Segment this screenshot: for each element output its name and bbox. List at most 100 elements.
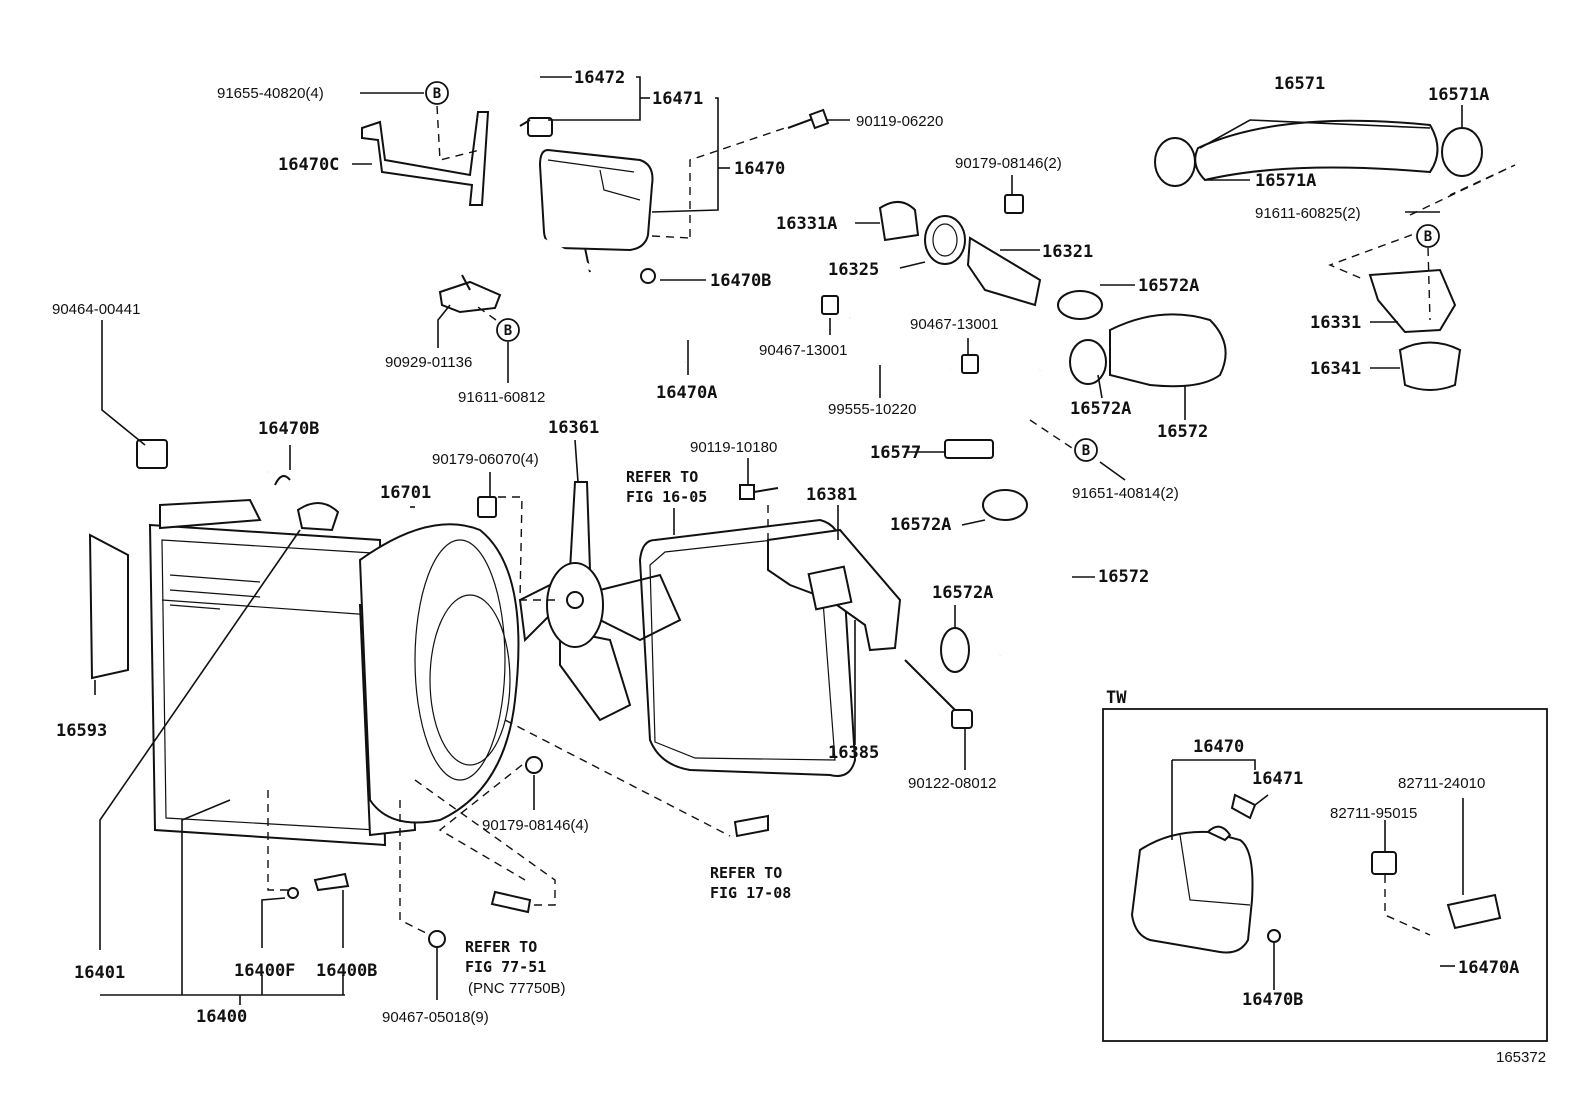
inset-title: TW bbox=[1106, 688, 1127, 708]
label-90122-08012: 90122-08012 bbox=[908, 775, 996, 792]
label-16385: 16385 bbox=[828, 743, 879, 763]
callout-b-3: B bbox=[1074, 438, 1098, 462]
label-16571A-top: 16571A bbox=[1428, 85, 1489, 105]
label-99555-10220: 99555-10220 bbox=[828, 401, 916, 418]
label-16400: 16400 bbox=[196, 1007, 247, 1027]
svg-text:B: B bbox=[504, 323, 512, 339]
label-16401: 16401 bbox=[74, 963, 125, 983]
reservoir-tank-16470 bbox=[538, 148, 654, 273]
label-16470B-mid: 16470B bbox=[258, 419, 319, 439]
label-16571: 16571 bbox=[1274, 74, 1325, 94]
hose-clamp-16572A-upper bbox=[1057, 290, 1107, 385]
hose-clamp-16470B-top bbox=[640, 268, 656, 284]
label-16571A-mid: 16571A bbox=[1255, 171, 1316, 191]
hose-clamp-16571A bbox=[1154, 127, 1483, 187]
inset-tw bbox=[1102, 708, 1548, 1042]
tw-label-16470: 16470 bbox=[1193, 737, 1244, 757]
label-16470: 16470 bbox=[734, 159, 785, 179]
hose-clamp-16470B-mid bbox=[274, 475, 291, 486]
tw-label-16470B: 16470B bbox=[1242, 990, 1303, 1010]
refer-fig-16-05-line1: REFER TO bbox=[626, 468, 698, 486]
tw-label-82711-95015: 82711-95015 bbox=[1330, 805, 1417, 822]
label-90467-13001-a: 90467-13001 bbox=[759, 342, 847, 359]
refer-fig-77-51-line1: REFER TO bbox=[465, 938, 537, 956]
radiator-hose-16572-upper bbox=[1109, 313, 1227, 388]
label-16331A: 16331A bbox=[776, 214, 837, 234]
nut-90179-06070 bbox=[477, 496, 497, 518]
label-91611-60825: 91611-60825(2) bbox=[1255, 205, 1361, 222]
label-16572A-2: 16572A bbox=[1070, 399, 1131, 419]
label-90467-13001-b: 90467-13001 bbox=[910, 316, 998, 333]
clip-90467-13001-a bbox=[821, 295, 839, 315]
nut-90179-08146-2 bbox=[1004, 194, 1024, 214]
refer-fig-77-51-line2: FIG 77-51 bbox=[465, 958, 546, 976]
label-90929-01136: 90929-01136 bbox=[385, 354, 472, 371]
radiator-hose-16572-lower bbox=[997, 507, 1084, 668]
label-16572-2: 16572 bbox=[1098, 567, 1149, 587]
tw-label-16470A: 16470A bbox=[1458, 958, 1519, 978]
hose-clamp-16572A-lower bbox=[940, 489, 1028, 673]
label-16471: 16471 bbox=[652, 89, 703, 109]
label-16331: 16331 bbox=[1310, 313, 1361, 333]
reservoir-cap-16471 bbox=[519, 117, 553, 137]
water-inlet-16331 bbox=[1368, 268, 1457, 334]
bolt-90119-06220 bbox=[787, 108, 830, 130]
label-16361: 16361 bbox=[548, 418, 599, 438]
label-16321: 16321 bbox=[1042, 242, 1093, 262]
bracket-16470C bbox=[361, 111, 490, 206]
callout-b-4: B bbox=[1416, 224, 1440, 248]
refer-fig-17-08-line2: FIG 17-08 bbox=[710, 884, 791, 902]
label-16325: 16325 bbox=[828, 260, 879, 280]
label-16572A-3: 16572A bbox=[890, 515, 951, 535]
radiator-side-panel-16593 bbox=[88, 533, 129, 680]
svg-text:B: B bbox=[1424, 229, 1432, 245]
svg-text:B: B bbox=[433, 86, 441, 102]
label-16470B-top: 16470B bbox=[710, 271, 771, 291]
clip-90467-05018 bbox=[428, 930, 446, 948]
bolt-90122-08012 bbox=[951, 709, 973, 729]
label-90179-08146-4: 90179-08146(4) bbox=[482, 817, 589, 834]
tw-label-82711-24010: 82711-24010 bbox=[1398, 775, 1485, 792]
callout-b-1: B bbox=[425, 81, 449, 105]
label-16593: 16593 bbox=[56, 721, 107, 741]
label-90464-00441: 90464-00441 bbox=[52, 301, 140, 318]
bolt-90119-10180 bbox=[739, 484, 779, 500]
refer-fig-17-08-line1: REFER TO bbox=[710, 864, 782, 882]
label-16572-1: 16572 bbox=[1157, 422, 1208, 442]
svg-text:B: B bbox=[1082, 443, 1090, 459]
label-90119-10180: 90119-10180 bbox=[690, 439, 777, 456]
cooling-fan-16361 bbox=[518, 481, 682, 722]
drain-cock-16400F bbox=[287, 887, 299, 899]
overflow-hose-16470A bbox=[100, 222, 697, 474]
drain-plug-16400B bbox=[313, 872, 350, 892]
bracket-16381 bbox=[767, 528, 902, 652]
nut-90179-08146-4 bbox=[525, 756, 543, 774]
gasket-16341 bbox=[1398, 341, 1462, 391]
clamp-90929-01136 bbox=[438, 274, 502, 314]
clip-90467-13001-b bbox=[961, 354, 979, 374]
bolt-16385 bbox=[904, 659, 961, 716]
gasket-16325 bbox=[924, 215, 966, 265]
tube-refer-77-51 bbox=[490, 890, 532, 914]
clip-90464-00441 bbox=[136, 439, 168, 469]
label-90179-08146-2: 90179-08146(2) bbox=[955, 155, 1062, 172]
fan-shroud-16701 bbox=[358, 523, 520, 824]
label-16701: 16701 bbox=[380, 483, 431, 503]
label-90119-06220: 90119-06220 bbox=[856, 113, 943, 130]
radiator-cap-16401 bbox=[296, 502, 340, 532]
inlet-16321 bbox=[966, 236, 1042, 307]
label-16400B: 16400B bbox=[316, 961, 377, 981]
callout-b-2: B bbox=[496, 318, 520, 342]
label-16572A-4: 16572A bbox=[932, 583, 993, 603]
overflow-hose-16472 bbox=[488, 74, 536, 101]
water-outlet-16331A bbox=[878, 201, 920, 242]
label-16470A: 16470A bbox=[656, 383, 717, 403]
label-90179-06070: 90179-06070(4) bbox=[432, 451, 539, 468]
leader-lines bbox=[94, 76, 1516, 1005]
refer-fig-16-05-line2: FIG 16-05 bbox=[626, 488, 707, 506]
label-16470C: 16470C bbox=[278, 155, 339, 175]
label-16472: 16472 bbox=[574, 68, 625, 88]
bypass-hose-99555 bbox=[848, 316, 951, 372]
figure-id: 165372 bbox=[1496, 1049, 1546, 1066]
